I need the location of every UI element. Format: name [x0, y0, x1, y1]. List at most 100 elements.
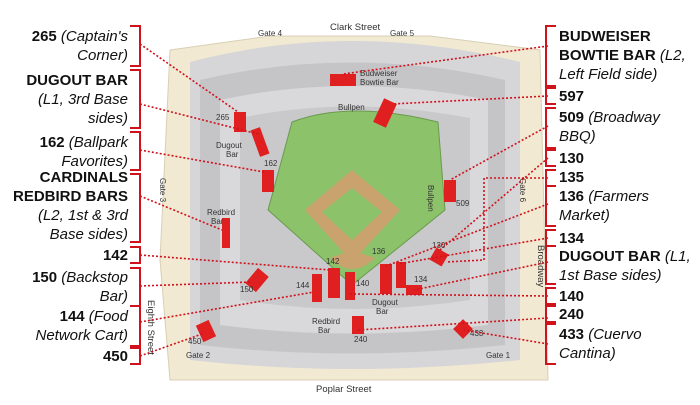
callout-bowtie-desc: (L2,: [655, 47, 686, 64]
section-240-block: [352, 316, 364, 334]
callout-redbird-desc-2: Base sides): [49, 226, 128, 243]
callout-240: 240: [559, 305, 699, 324]
callout-433-desc-2: Cantina): [559, 345, 616, 362]
dugout-right-label-2: Bar: [376, 307, 389, 316]
callout-509: 509 (Broadway BBQ): [559, 108, 699, 146]
callout-509-desc: (Broadway: [584, 109, 660, 126]
bullpen-right-label: Bullpen: [426, 185, 435, 212]
callout-redbird-title: CARDINALS: [39, 169, 128, 186]
section-144-label: 144: [296, 281, 310, 290]
callout-162: 162 (Ballpark Favorites): [0, 133, 128, 171]
leader-136: [385, 203, 549, 267]
callout-dugout-left-desc: (L1, 3rd Base: [37, 91, 128, 108]
redbird-right-block: [328, 268, 340, 298]
section-509-label: 509: [456, 199, 470, 208]
gate-2: Gate 2: [186, 351, 211, 360]
bowtie-label-2: Bowtie Bar: [360, 78, 399, 87]
callout-redbird-desc: (L2, 1st & 3rd: [37, 207, 128, 224]
callout-265-number: 265: [31, 28, 57, 45]
callout-144-desc-2: Network Cart): [35, 327, 128, 344]
callout-150-desc-2: Bar): [99, 288, 128, 305]
section-150-label: 150: [240, 285, 254, 294]
callout-144: 144 (Food Network Cart): [0, 307, 128, 345]
callout-dugout-left-title: DUGOUT BAR: [26, 72, 128, 89]
section-142-label: 142: [326, 257, 340, 266]
section-450-block: [195, 319, 217, 343]
callout-450-number: 450: [102, 348, 128, 365]
section-136-label: 136: [372, 247, 386, 256]
callout-dugout-right-desc-2: 1st Base sides): [559, 267, 662, 284]
gate-5: Gate 5: [390, 29, 415, 38]
callout-265-desc-2: Corner): [77, 47, 128, 64]
callout-597-number: 597: [559, 88, 585, 105]
gate-4: Gate 4: [258, 29, 283, 38]
leader-dugout-right: [413, 261, 549, 291]
callout-bowtie-desc-2: Left Field side): [559, 66, 658, 83]
callout-140: 140: [559, 287, 699, 306]
section-265-block: [234, 112, 246, 132]
redbird-right-label-2: Bar: [318, 326, 331, 335]
section-144-block: [312, 274, 322, 302]
callout-dugout-left: DUGOUT BAR (L1, 3rd Base sides): [0, 71, 128, 128]
dugout-left-block: [250, 127, 270, 157]
callout-162-desc: (Ballpark: [64, 134, 128, 151]
street-east: Broadway: [535, 245, 546, 287]
leader-dugout-left: [139, 103, 259, 135]
bullpen-top-label: Bullpen: [338, 103, 365, 112]
section-162-label: 162: [264, 159, 278, 168]
redbird-left-label-1: Redbird: [207, 208, 235, 217]
leader-150: [139, 281, 253, 287]
leader-lines: [139, 43, 549, 357]
callout-dugout-right: DUGOUT BAR (L1, 1st Base sides): [559, 247, 699, 285]
left-brackets: [130, 25, 141, 365]
callout-150-desc: (Backstop: [57, 269, 128, 286]
dugout-right-label-1: Dugout: [372, 298, 399, 307]
dugout-left-label-2: Bar: [226, 150, 239, 159]
section-433-block: [453, 319, 473, 339]
gate-1: Gate 1: [486, 351, 511, 360]
callout-dugout-right-desc: (L1,: [660, 248, 691, 265]
home-plate-area: [330, 250, 375, 269]
infield-grass: [322, 188, 382, 240]
callout-509-desc-2: BBQ): [559, 128, 596, 145]
leader-144: [139, 291, 315, 323]
leader-135: [445, 177, 548, 263]
callout-redbird-title-2: REDBIRD BARS: [12, 188, 128, 205]
section-140-label: 140: [356, 279, 370, 288]
street-south: Poplar Street: [316, 384, 372, 395]
gate-6: Gate 6: [518, 178, 527, 203]
section-509-block: [444, 180, 456, 202]
section-597-block: [373, 98, 397, 128]
callout-135: 135: [559, 168, 699, 187]
callout-162-number: 162: [39, 134, 65, 151]
callout-433: 433 (Cuervo Cantina): [559, 325, 699, 363]
callout-redbird-left: CARDINALS REDBIRD BARS (L2, 1st & 3rd Ba…: [0, 168, 128, 244]
leader-509: [449, 125, 549, 181]
section-240-label: 240: [354, 335, 368, 344]
gate-3: Gate 3: [158, 178, 167, 203]
bowtie-bar-block: [330, 74, 356, 86]
callout-140-number: 140: [559, 288, 585, 305]
section-162-block: [262, 170, 274, 192]
leader-450: [139, 333, 203, 357]
callout-144-desc: (Food: [84, 308, 128, 325]
leader-redbird-left: [139, 195, 223, 231]
callout-134: 134: [559, 229, 699, 248]
callout-240-number: 240: [559, 306, 585, 323]
redbird-left-label-2: Bar: [211, 217, 224, 226]
callout-136-desc: (Farmers: [584, 188, 650, 205]
section-136-block: [380, 264, 392, 294]
right-brackets: [545, 25, 556, 365]
callout-433-number: 433: [559, 326, 585, 343]
callout-142: 142: [0, 246, 128, 265]
street-north: Clark Street: [330, 22, 381, 33]
section-134-label: 134: [414, 275, 428, 284]
callout-450: 450: [0, 347, 128, 366]
callout-135-number: 135: [559, 169, 585, 186]
section-140-block: [345, 272, 355, 300]
redbird-left-block: [222, 218, 230, 248]
callout-130: 130: [559, 149, 699, 168]
callout-265: 265 (Captain's Corner): [0, 27, 128, 65]
bowtie-label-1: Budweiser: [360, 69, 398, 78]
